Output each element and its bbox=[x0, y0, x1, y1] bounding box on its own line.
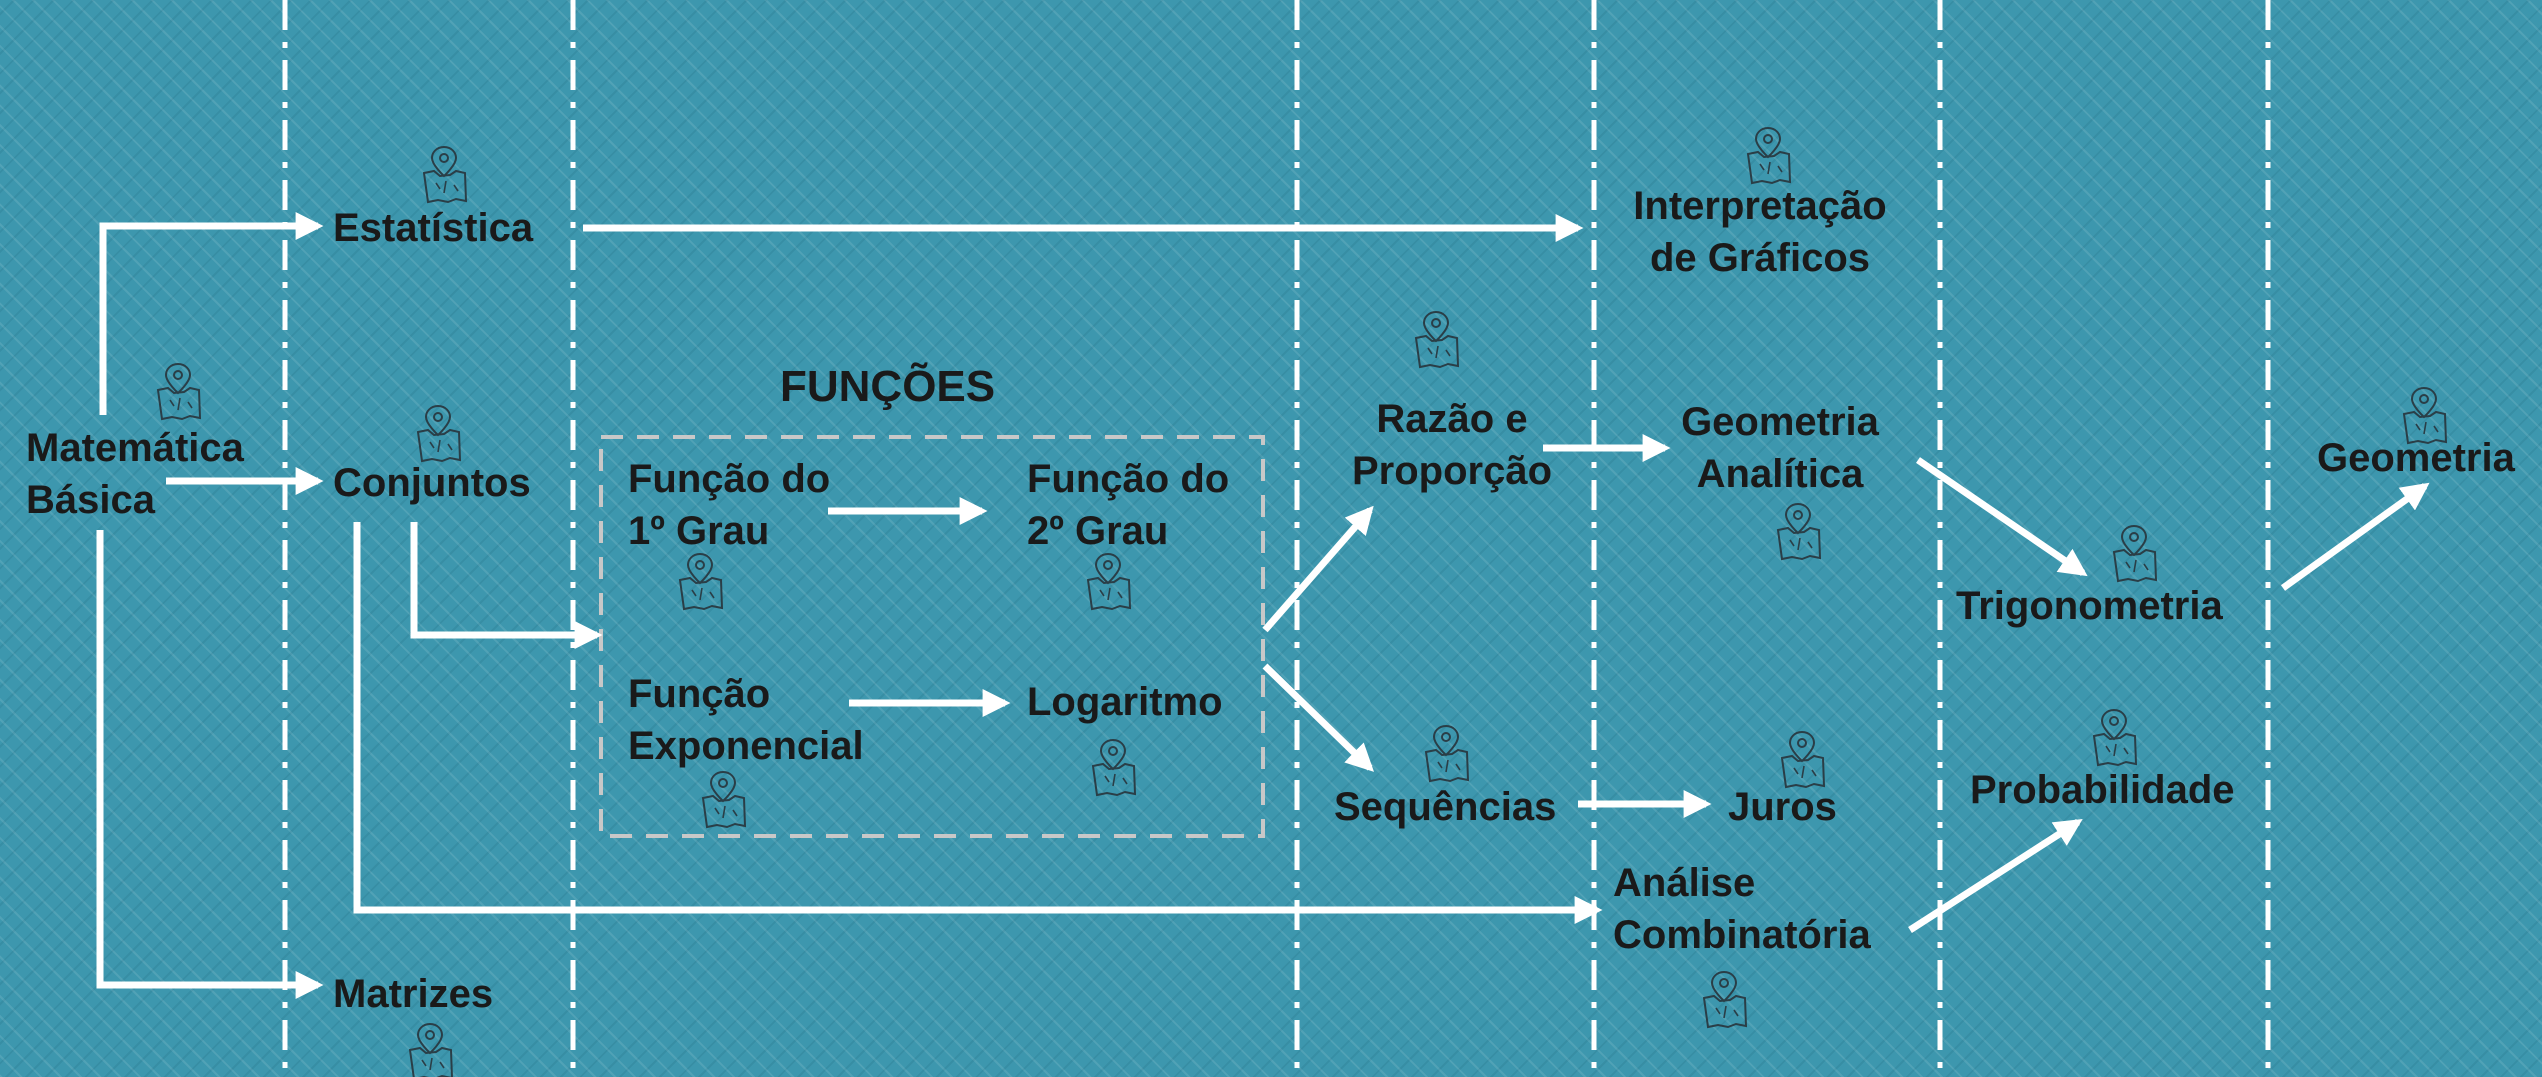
map-pin-icon bbox=[1781, 731, 1825, 788]
arrow-conjuntos-to-analise-combinatoria bbox=[353, 522, 1603, 924]
node-analise-combinatoria: Análise Combinatória bbox=[1613, 857, 1871, 961]
node-estatistica-line-1: Estatística bbox=[333, 206, 534, 250]
node-matematica-basica-line-2: Básica bbox=[26, 478, 155, 522]
arrow-matematica-basica-to-matrizes bbox=[96, 530, 324, 999]
node-geometria-analitica: Geometria Analítica bbox=[1660, 396, 1900, 500]
map-pin-icon bbox=[417, 405, 461, 462]
node-logaritmo-line-1: Logaritmo bbox=[1027, 680, 1223, 724]
node-geometria-line-1: Geometria bbox=[2317, 436, 2515, 480]
arrow-funcoes-group-to-razao-proporcao bbox=[1262, 505, 1374, 633]
map-pin-icon bbox=[1415, 311, 1459, 368]
funcoes-group-title: FUNÇÕES bbox=[780, 362, 996, 411]
arrow-funcoes-group-to-sequencias bbox=[1262, 663, 1375, 772]
node-trigonometria-line-1: Trigonometria bbox=[1956, 584, 2223, 628]
node-razao-proporcao-line-1: Razão e bbox=[1376, 397, 1528, 441]
map-pin-icon bbox=[2113, 525, 2157, 582]
arrow-trigonometria-to-geometria bbox=[2280, 482, 2430, 591]
map-pin-icon bbox=[409, 1023, 453, 1077]
arrow-conjuntos-to-funcoes-group bbox=[410, 522, 603, 649]
node-funcao-1grau-line-1: Função do bbox=[628, 457, 831, 501]
node-interpretacao-graficos-line-2: de Gráficos bbox=[1649, 236, 1871, 280]
node-funcao-1grau-line-2: 1º Grau bbox=[628, 509, 770, 553]
node-conjuntos: Conjuntos bbox=[333, 457, 531, 509]
node-analise-combinatoria-line-2: Combinatória bbox=[1613, 913, 1871, 957]
node-sequencias: Sequências bbox=[1334, 781, 1556, 833]
node-funcao-2grau-line-2: 2º Grau bbox=[1027, 509, 1169, 553]
map-pin-icon bbox=[702, 771, 746, 828]
node-trigonometria: Trigonometria bbox=[1956, 580, 2223, 632]
arrow-geometria-analitica-to-trigonometria bbox=[1916, 457, 2088, 577]
map-pin-icon bbox=[679, 553, 723, 610]
map-pin-icon bbox=[2093, 709, 2137, 766]
node-probabilidade: Probabilidade bbox=[1970, 764, 2235, 816]
column-dividers bbox=[282, 0, 2271, 1077]
map-pin-icon bbox=[1703, 971, 1747, 1028]
node-matematica-basica-line-1: Matemática bbox=[26, 426, 244, 470]
node-funcao-exponencial: Função Exponencial bbox=[628, 668, 864, 772]
arrow-analise-combinatoria-to-probabilidade bbox=[1908, 818, 2083, 933]
map-pin-icon bbox=[1777, 503, 1821, 560]
node-funcao-2grau: Função do 2º Grau bbox=[1027, 453, 1229, 557]
node-geometria-analitica-line-2: Analítica bbox=[1696, 452, 1864, 496]
node-funcao-exponencial-line-1: Função bbox=[628, 672, 771, 716]
node-funcao-2grau-line-1: Função do bbox=[1027, 457, 1230, 501]
node-logaritmo: Logaritmo bbox=[1027, 676, 1223, 728]
node-funcao-exponencial-line-2: Exponencial bbox=[628, 724, 864, 768]
map-pin-icon bbox=[157, 363, 201, 420]
edges-layer bbox=[96, 212, 2430, 999]
node-funcao-1grau: Função do 1º Grau bbox=[628, 453, 830, 557]
node-geometria: Geometria bbox=[2317, 432, 2515, 484]
node-sequencias-line-1: Sequências bbox=[1334, 785, 1557, 829]
node-matematica-basica: Matemática Básica bbox=[26, 422, 244, 526]
node-interpretacao-graficos: Interpretação de Gráficos bbox=[1590, 180, 1930, 284]
node-matrizes-line-1: Matrizes bbox=[333, 972, 494, 1016]
node-matrizes: Matrizes bbox=[333, 968, 493, 1020]
map-pin-icon bbox=[1087, 553, 1131, 610]
node-geometria-analitica-line-1: Geometria bbox=[1681, 400, 1879, 444]
map-pin-icon bbox=[1747, 127, 1791, 184]
node-analise-combinatoria-line-1: Análise bbox=[1613, 861, 1756, 905]
node-estatistica: Estatística bbox=[333, 202, 533, 254]
node-interpretacao-graficos-line-1: Interpretação bbox=[1633, 184, 1887, 228]
arrow-matematica-basica-to-estatistica bbox=[99, 212, 324, 415]
map-pin-icon bbox=[1092, 739, 1136, 796]
map-pin-icon bbox=[423, 146, 467, 203]
node-juros-line-1: Juros bbox=[1728, 785, 1837, 829]
node-juros: Juros bbox=[1728, 781, 1837, 833]
node-conjuntos-line-1: Conjuntos bbox=[333, 461, 531, 505]
map-pin-icon bbox=[1425, 725, 1469, 782]
node-razao-proporcao: Razão e Proporção bbox=[1332, 393, 1572, 497]
node-razao-proporcao-line-2: Proporção bbox=[1351, 449, 1553, 493]
node-probabilidade-line-1: Probabilidade bbox=[1970, 768, 2235, 812]
